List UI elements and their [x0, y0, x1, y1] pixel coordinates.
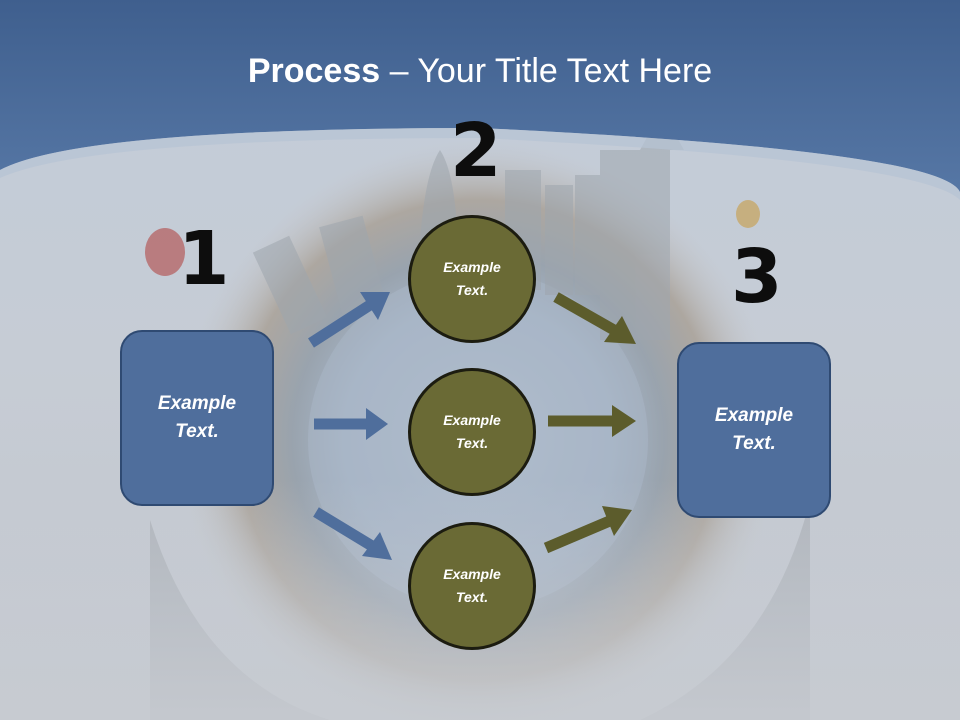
slide-title: Process – Your Title Text Here — [0, 52, 960, 91]
step-1-text: Example Text. — [157, 392, 237, 443]
step-3-text: Example Text. — [714, 404, 794, 455]
arrow-olive-middle — [548, 405, 636, 437]
step-2-circle-bottom[interactable]: Example Text. — [408, 522, 536, 650]
arrow-olive-up — [543, 506, 632, 554]
step-1-box[interactable]: Example Text. — [120, 330, 274, 506]
circle-bottom-text: Example Text. — [443, 565, 501, 605]
circle-middle-text: Example Text. — [443, 411, 501, 451]
step-number-1: 1 — [178, 216, 230, 302]
step-2-circle-middle[interactable]: Example Text. — [408, 368, 536, 496]
step-number-3: 3 — [731, 234, 783, 320]
circle-top-text: Example Text. — [443, 258, 501, 298]
step-2-circle-top[interactable]: Example Text. — [408, 215, 536, 343]
arrow-olive-down — [553, 292, 636, 344]
title-bold: Process — [247, 52, 381, 90]
arrow-blue-middle — [314, 408, 388, 440]
arrow-blue-down — [313, 507, 392, 560]
step-3-box[interactable]: Example Text. — [677, 342, 831, 518]
step-number-2: 2 — [450, 108, 502, 194]
arrow-blue-up — [308, 292, 390, 348]
title-rest: – Your Title Text Here — [380, 52, 713, 90]
